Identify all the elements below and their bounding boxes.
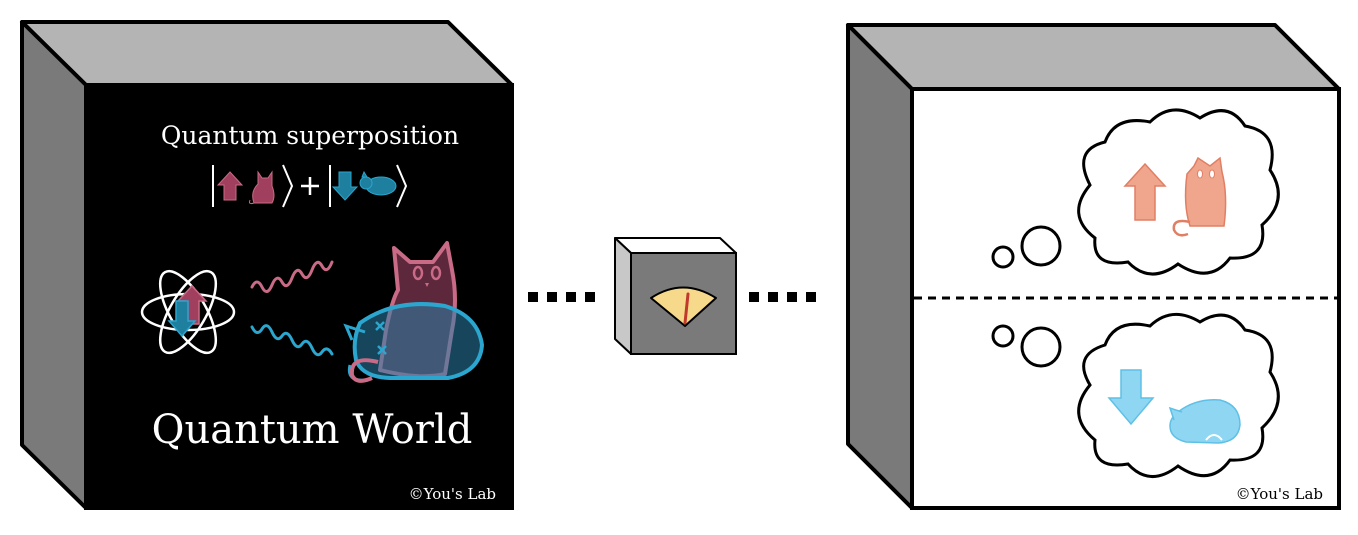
- meter-needle: [683, 292, 690, 325]
- measurement-device: [614, 237, 737, 355]
- pink-wave: [250, 260, 334, 293]
- device-side-face: [614, 237, 632, 355]
- spin-up-arrow-icon: [216, 171, 244, 201]
- quantum-world-box: Quantum superposition: [20, 20, 514, 510]
- sitting-cat-small-icon: [249, 170, 275, 205]
- superposition-label: Quantum superposition: [161, 121, 459, 150]
- right-credit: ©You's Lab: [1236, 485, 1323, 503]
- superposition-ket: [212, 164, 408, 208]
- device-top-face: [614, 237, 737, 254]
- right-box-side-face: [846, 23, 914, 510]
- blue-wave: [250, 324, 334, 357]
- meter-dial-icon: [650, 286, 717, 327]
- right-dotted-connector: [749, 292, 816, 302]
- quantum-world-title: Quantum World: [152, 407, 473, 453]
- right-box-top-face: [846, 23, 1341, 91]
- left-box-side-face: [20, 20, 88, 510]
- atom-spin-down-arrow-icon: [167, 300, 197, 338]
- left-dotted-connector: [528, 292, 595, 302]
- alive-cat-tail: [349, 358, 379, 383]
- classical-dead-cat-icon: [1168, 399, 1241, 444]
- classical-alive-cat-icon: [1172, 156, 1227, 237]
- classical-spin-up-arrow-icon: [1123, 162, 1167, 221]
- left-credit: ©You's Lab: [409, 485, 496, 503]
- classical-world-box: ©You's Lab: [846, 23, 1341, 510]
- spin-down-arrow-icon: [331, 171, 359, 201]
- lying-cat-small-icon: [359, 170, 397, 196]
- dead-cat-icon: [343, 302, 484, 382]
- left-box-top-face: [20, 20, 514, 87]
- upper-thought-bubble: [991, 108, 1280, 276]
- classical-spin-down-arrow-icon: [1107, 369, 1155, 426]
